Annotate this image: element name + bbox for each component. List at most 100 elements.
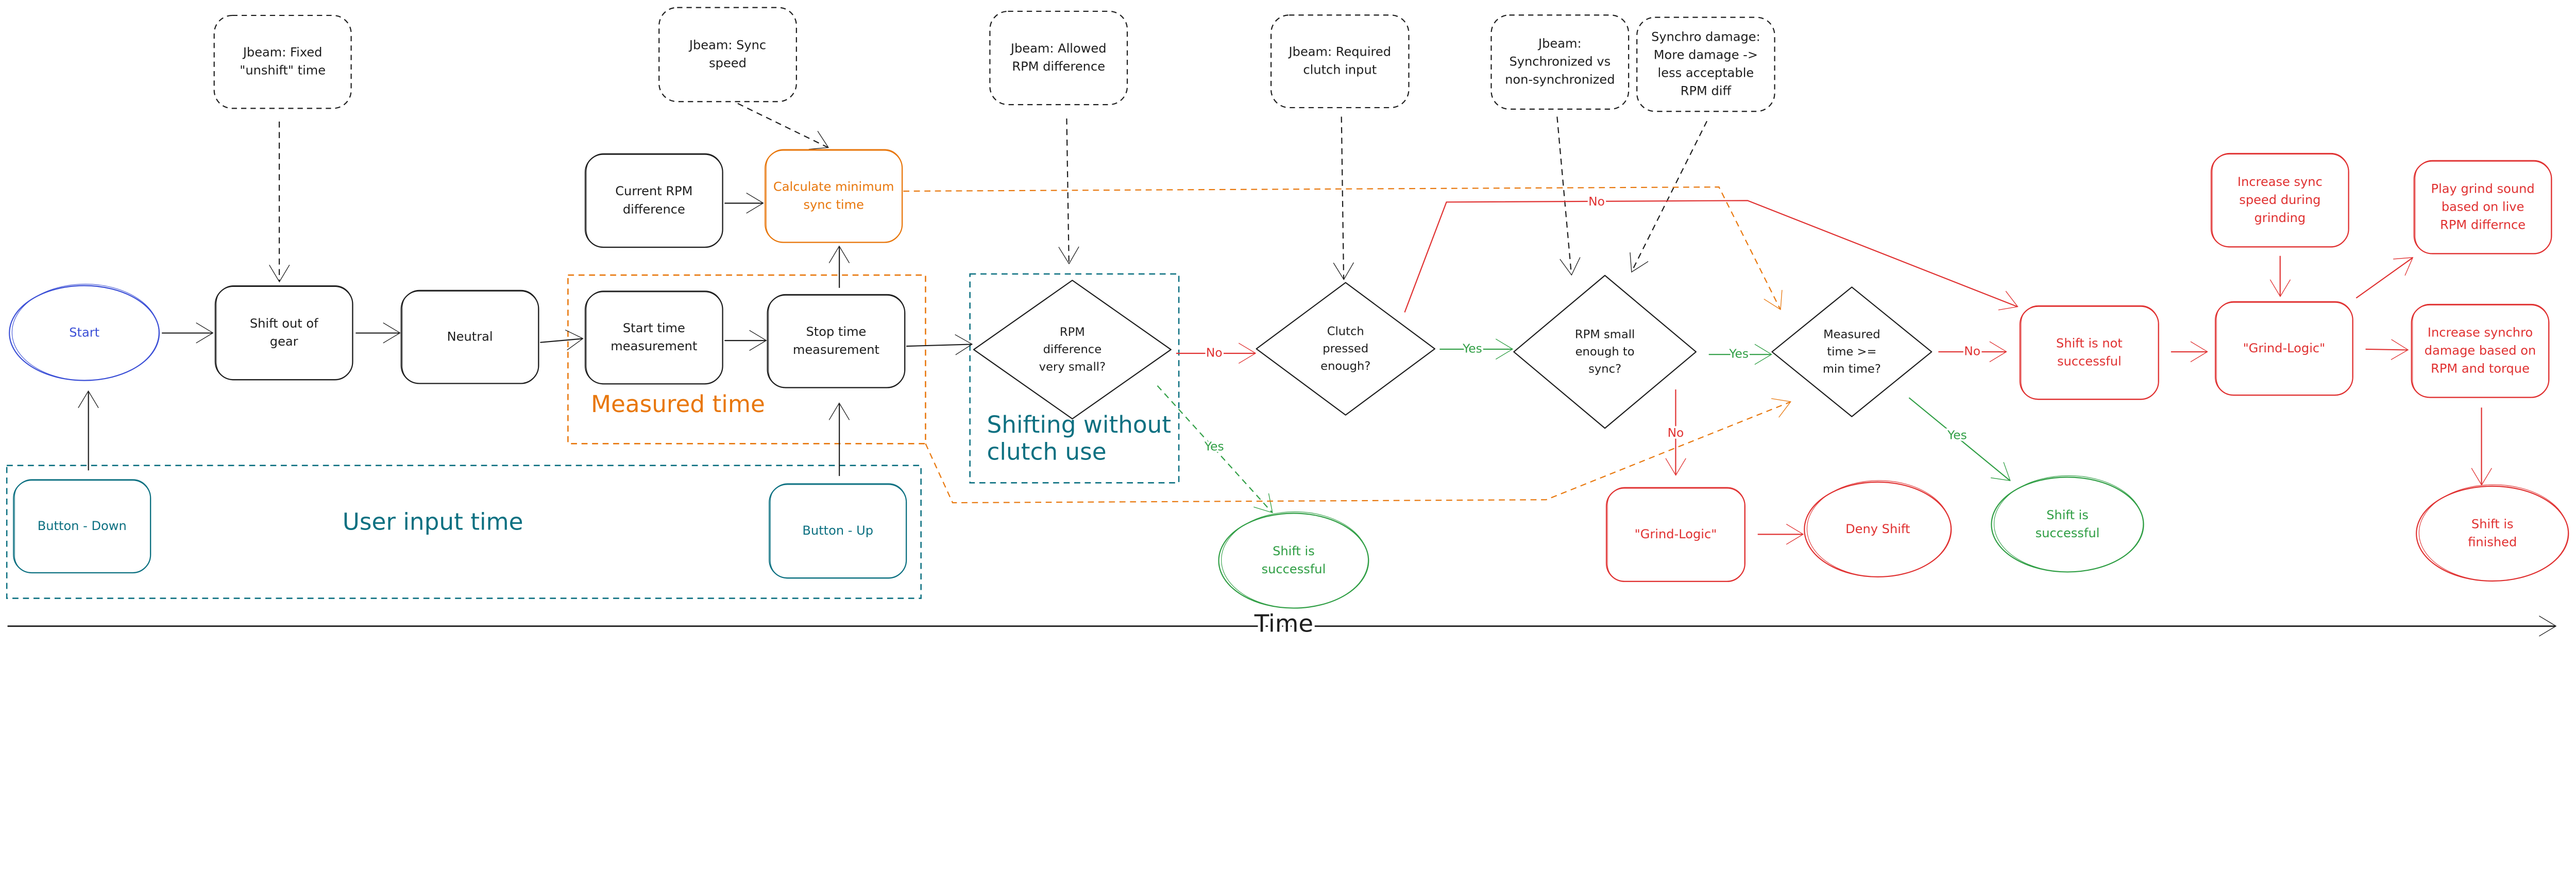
node-start[interactable]: Start xyxy=(9,284,160,381)
node-label-line: speed during xyxy=(2239,193,2320,207)
group-user-input-time: User input time xyxy=(6,465,922,599)
node-label-line: Jbeam: xyxy=(1537,36,1582,50)
node-label: Jbeam: Fixed "unshift" time xyxy=(240,45,326,78)
box-shape xyxy=(658,7,797,103)
box-shape xyxy=(1270,14,1410,109)
node-label-line: Synchronized vs xyxy=(1509,55,1611,69)
group-label-line: Shifting without xyxy=(987,411,1172,438)
box-sketch-stroke xyxy=(2021,305,2159,400)
node-label-line: speed xyxy=(709,56,747,70)
box-sketch-stroke xyxy=(2415,160,2552,254)
node-grind-logic-1[interactable]: "Grind-Logic" xyxy=(1605,487,1745,582)
node-label: Shift is successful xyxy=(1262,544,1326,576)
node-label-line: Shift is xyxy=(2471,517,2514,531)
node-button-down[interactable]: Button - Down xyxy=(13,479,151,574)
group-label: User input time xyxy=(343,508,523,536)
node-label-line: based on live xyxy=(2442,200,2524,214)
ellipse-sketch-stroke xyxy=(1221,511,1369,609)
node-label-line: Button - Up xyxy=(802,523,873,538)
ellipse-sketch-stroke xyxy=(11,284,159,381)
connector-grind-to-synchro-damage xyxy=(2365,339,2409,360)
node-synchro-damage-note[interactable]: Synchro damage:More damage ->less accept… xyxy=(1636,16,1775,112)
node-label-line: "Grind-Logic" xyxy=(1635,527,1717,541)
node-label-line: "unshift" time xyxy=(240,63,326,78)
edge-label-rpm-very-small-no: No xyxy=(1206,345,1223,360)
node-label: "Grind-Logic" xyxy=(2243,341,2326,355)
connector-jbeam-required-to-clutch xyxy=(1333,116,1354,280)
box-sketch-stroke xyxy=(402,289,539,384)
node-label-line: successful xyxy=(1262,562,1326,576)
edge-label-measured-yes: Yes xyxy=(1947,428,1967,442)
node-label-line: RPM small xyxy=(1575,328,1635,341)
connector-neutral-to-start-time xyxy=(540,329,584,351)
node-label-line: Clutch xyxy=(1327,325,1364,338)
node-label: "Grind-Logic" xyxy=(1635,527,1717,541)
node-label-line: enough to xyxy=(1575,345,1635,358)
node-shift-successful-1[interactable]: Shift is successful xyxy=(1218,511,1369,609)
edge-label-rpm-small-no: No xyxy=(1668,425,1684,440)
node-label-line: very small? xyxy=(1039,360,1106,373)
node-grind-logic-2[interactable]: "Grind-Logic" xyxy=(2214,301,2353,396)
node-label-line: Jbeam: Fixed xyxy=(242,45,323,60)
group-boundary xyxy=(969,273,1180,484)
node-label-line: Calculate minimum xyxy=(773,179,894,194)
node-label-line: "Grind-Logic" xyxy=(2243,341,2326,355)
node-label-line: Jbeam: Allowed xyxy=(1010,41,1107,56)
box-shape xyxy=(13,480,151,574)
node-button-up[interactable]: Button - Up xyxy=(769,483,907,579)
time-axis-label: Time xyxy=(1254,610,1313,638)
node-label-line: RPM xyxy=(1060,326,1085,339)
node-label-line: Shift is not xyxy=(2056,336,2123,350)
diamond-shape xyxy=(1256,282,1435,416)
node-neutral[interactable]: Neutral xyxy=(400,289,539,384)
box-shape xyxy=(400,290,539,384)
node-label-line: Shift out of xyxy=(250,316,318,331)
box-sketch-stroke xyxy=(768,294,905,388)
node-jbeam-fixed-unshift[interactable]: Jbeam: Fixed "unshift" time xyxy=(213,14,352,109)
node-deny-shift[interactable]: Deny Shift xyxy=(1804,480,1952,578)
node-label-line: Increase synchro xyxy=(2428,326,2533,340)
node-label: Button - Up xyxy=(802,523,873,538)
connector-stop-time-to-rpm-check xyxy=(906,334,973,355)
connector-grind-to-play-sound xyxy=(2355,257,2414,299)
node-label-line: RPM diff xyxy=(1681,84,1732,98)
node-label-line: time >= xyxy=(1827,345,1876,358)
group-label: Measured time xyxy=(591,390,765,418)
edge-label-rpm-very-small-yes: Yes xyxy=(1204,439,1224,453)
node-label-line: Start time xyxy=(623,321,685,335)
edge-label-measured-no: No xyxy=(1964,344,1980,358)
box-sketch-stroke xyxy=(586,153,723,248)
box-shape xyxy=(767,294,906,388)
connector-rpm-check-yes-to-success xyxy=(1157,385,1273,514)
node-label-line: Shift is xyxy=(1273,544,1315,558)
edge-label-clutch-no: No xyxy=(1588,194,1605,209)
